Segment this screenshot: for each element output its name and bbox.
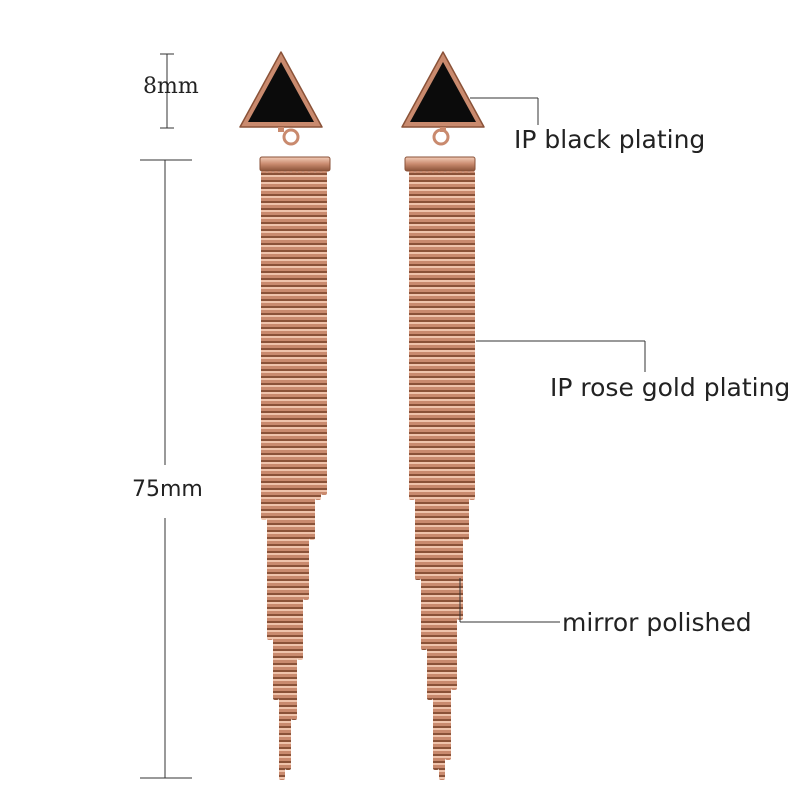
right-chain-9 <box>457 171 463 620</box>
left-chain-8 <box>303 171 309 600</box>
right-chain-10 <box>463 171 469 540</box>
right-tassel-chains <box>409 171 475 780</box>
right-tassel-cap <box>404 156 476 172</box>
right-chain-8 <box>451 171 457 690</box>
left-chain-11 <box>321 171 327 495</box>
right-stud-triangle <box>401 51 485 128</box>
rose-plating-leader-line <box>476 340 646 372</box>
left-chain-2 <box>267 171 273 640</box>
right-chain-1 <box>409 171 415 500</box>
tassel-length-label: 75mm <box>132 477 203 502</box>
mirror-polish-leader-line <box>459 578 560 623</box>
left-chain-9 <box>309 171 315 540</box>
left-earring <box>239 51 331 780</box>
right-chain-2 <box>415 171 421 580</box>
black-plating-leader-line <box>470 97 539 125</box>
left-chain-5 <box>285 171 291 770</box>
mirror-polish-label: mirror polished <box>562 608 752 637</box>
left-chain-3 <box>273 171 279 700</box>
left-tassel-chains <box>261 171 327 780</box>
right-chain-3 <box>421 171 427 650</box>
left-connector-ring <box>278 127 300 146</box>
right-chain-4 <box>427 171 433 700</box>
left-tassel-cap <box>259 156 331 172</box>
right-chain-7 <box>445 171 451 760</box>
stud-dimension-line <box>160 53 174 129</box>
tassel-dimension-line <box>140 159 192 779</box>
right-connector-ring <box>432 127 450 146</box>
right-chain-6 <box>439 171 445 780</box>
left-chain-10 <box>315 171 321 500</box>
left-stud-triangle <box>239 51 323 128</box>
black-plating-label: IP black plating <box>514 125 706 154</box>
left-chain-6 <box>291 171 297 720</box>
left-chain-1 <box>261 171 267 520</box>
rose-plating-label: IP rose gold plating <box>550 373 791 402</box>
left-chain-7 <box>297 171 303 660</box>
right-chain-5 <box>433 171 439 770</box>
right-chain-11 <box>469 171 475 500</box>
stud-height-label: 8mm <box>143 74 199 99</box>
left-chain-4 <box>279 171 285 780</box>
right-earring <box>401 51 485 780</box>
